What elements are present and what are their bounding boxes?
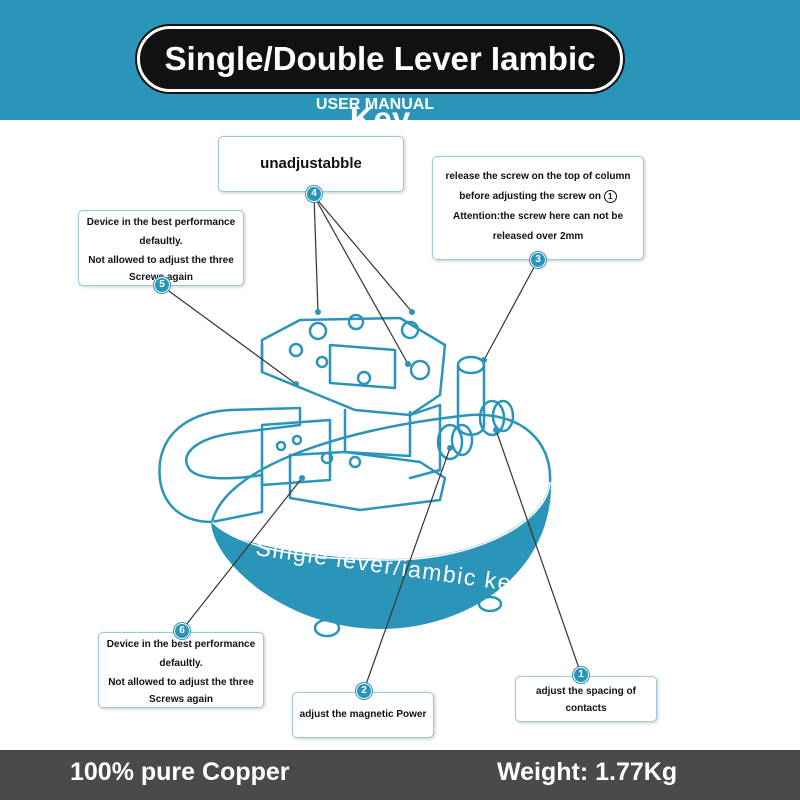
circled-number: 1 [603,189,617,203]
screw-icon [308,321,328,341]
leader-line-5 [161,285,297,385]
top-frame [260,316,447,417]
callout-number-1: 1 [573,667,589,683]
screw-icon [409,359,431,381]
knob-magnet [436,423,464,461]
callout-number-6: 6 [174,623,190,639]
leader-line-2 [363,447,451,691]
manual-subtitle: USER MANUAL [315,96,435,113]
leader-line-6 [181,477,303,631]
leader-line-3 [483,259,539,361]
screw-icon [356,370,372,386]
screw-icon [315,355,329,369]
callout-number-2: 2 [356,683,372,699]
material-label: 100% pure Copper [70,758,290,786]
callout-contact-spacing: adjust the spacing of contacts [515,676,657,722]
header-banner: Single/Double Lever Iambic Key USER MANU… [0,0,800,137]
screw-icon [288,342,304,358]
callout-unadjustable: unadjustabble [218,136,404,192]
callout-number-5: 5 [154,277,170,293]
paddle-lever [158,406,302,524]
leader-line-1 [495,429,582,675]
callout-best-performance-bottom: Device in the best performance defaultly… [98,632,264,708]
callout-best-performance-top: Device in the best performance defaultly… [78,210,244,286]
callout-number-4: 4 [306,186,322,202]
lever-stem [260,418,332,487]
page-title: Single/Double Lever Iambic Key [137,26,623,137]
lower-block [288,450,447,512]
base-rim [210,413,552,524]
contact-bar [328,343,397,390]
central-column [343,408,412,458]
base-cylinder [211,481,552,630]
footer-bar: 100% pure Copper Weight: 1.77Kg [0,750,800,800]
callout-release-screw: release the screw on the top of column b… [432,156,644,260]
screw-icon [347,313,365,331]
weight-label: Weight: 1.77Kg [497,758,678,786]
screw-icon [400,320,420,340]
callout-number-3: 3 [530,252,546,268]
leader-line-4 [313,195,319,313]
